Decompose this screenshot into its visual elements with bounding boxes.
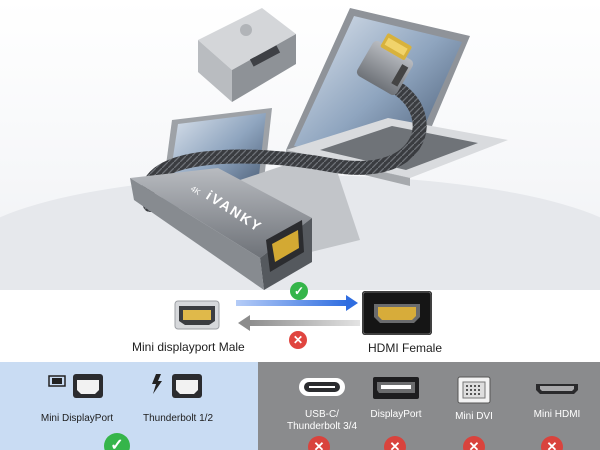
incompatible-cross-icon-usb-c: ✕ [308,436,330,450]
compat-item-thunderbolt: Thunderbolt 1/2 [130,372,226,425]
reverse-arrow [248,320,360,326]
braided-cable [140,83,427,212]
incompatible-cross-icon-mini-hdmi: ✕ [541,436,563,450]
mini-displayport-plug [356,33,414,95]
compatible-check-icon: ✓ [104,433,130,450]
usb-c-port-icon [299,378,345,396]
incompat-label: Mini DVI [455,411,493,422]
hdmi-adapter-body [130,168,312,290]
mini-dvi-icon [457,376,491,404]
product-illustration: iVANKY 4K [130,8,508,290]
hdmi-female-icon [362,291,432,335]
forward-arrow [236,300,348,306]
mac-mini-illustration [198,8,296,102]
incompatible-cross-icon-mini-dvi: ✕ [463,436,485,450]
incompatible-cross-icon-displayport: ✕ [384,436,406,450]
incompat-item-displayport: DisplayPort [366,376,426,421]
incompat-label: Mini HDMI [533,409,581,420]
laptop-illustration [286,8,508,186]
supported-check-icon: ✓ [290,282,308,300]
incompat-item-mini-hdmi: Mini HDMI [522,376,592,421]
displayport-icon [373,377,419,399]
compat-item-mini-displayport: Mini DisplayPort [34,372,120,425]
incompat-label: Thunderbolt 3/4 [286,421,358,432]
target-label: HDMI Female [368,341,443,355]
product-hero: iVANKY 4K [0,0,600,290]
mini-displayport-male-icon [171,295,223,335]
compat-label: Mini DisplayPort [40,413,114,424]
direction-arrows [236,295,360,331]
source-label: Mini displayport Male [132,340,245,354]
incompat-item-mini-dvi: Mini DVI [444,376,504,423]
mini-hdmi-icon [536,384,578,394]
unsupported-cross-icon: ✕ [289,331,307,349]
compatible-panel: Mini DisplayPort Thunderbolt 1/2 [0,362,258,450]
compat-label: Thunderbolt 1/2 [142,413,214,424]
mini-displayport-icon [48,374,103,398]
incompat-item-usb-c: USB-C/ Thunderbolt 3/4 [272,376,372,433]
incompat-label: USB-C/ [305,409,339,420]
thunderbolt-icon [152,374,202,398]
incompat-label: DisplayPort [370,409,422,420]
incompatible-panel: USB-C/ Thunderbolt 3/4 DisplayPort Mini … [258,362,600,450]
